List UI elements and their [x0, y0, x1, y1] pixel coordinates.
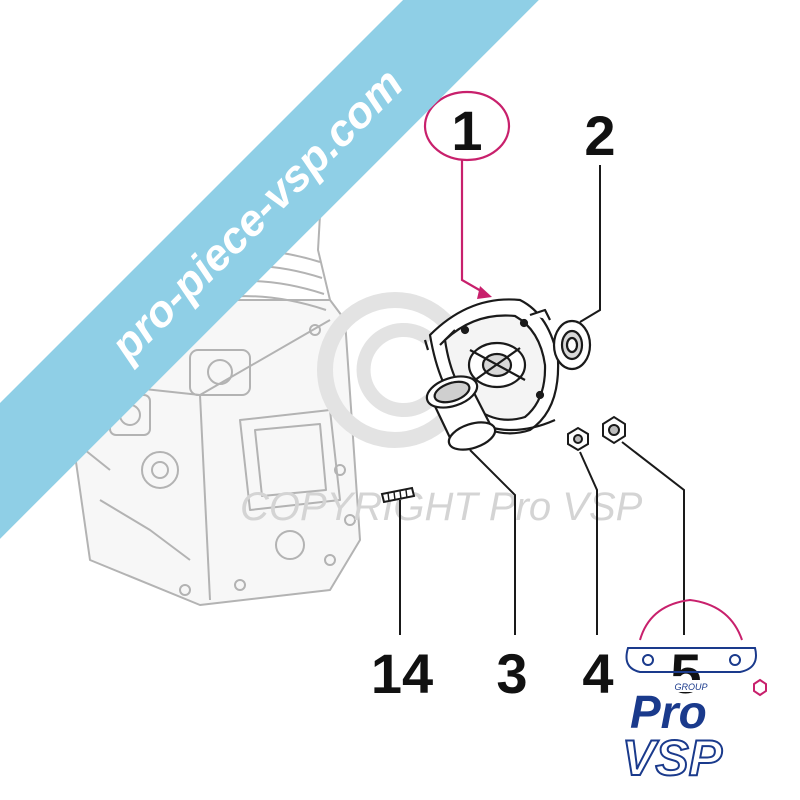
watermark: COPYRIGHT Pro VSP	[240, 292, 643, 529]
bearing-drawing	[552, 319, 592, 371]
sleeve-drawing	[425, 375, 497, 451]
callout-3: 3	[496, 642, 527, 705]
leader-1-arrowhead	[477, 286, 492, 299]
logo-group-tag: GROUP	[674, 682, 707, 692]
callout-1-highlight-circle	[423, 90, 511, 162]
leader-4	[579, 451, 598, 635]
callout-4: 4	[582, 642, 613, 705]
leader-5	[621, 441, 685, 635]
logo-line1: Pro	[630, 686, 707, 738]
stud-drawing	[380, 486, 416, 504]
logo-hex-icon	[753, 678, 767, 697]
leader-3	[469, 449, 516, 635]
callout-5: 5	[670, 642, 701, 705]
callout-1: 1	[451, 99, 482, 162]
leader-lines	[399, 165, 685, 635]
nut-drawing	[567, 426, 589, 452]
callout-14: 14	[371, 642, 433, 705]
leader-2	[579, 165, 601, 323]
car-logo-icon	[625, 598, 757, 673]
callout-2: 2	[584, 104, 615, 167]
pro-vsp-logo: GROUP Pro VSP	[621, 598, 767, 787]
nut-drawing	[602, 415, 626, 445]
watermark-text: COPYRIGHT Pro VSP	[240, 485, 643, 529]
leader-1	[460, 160, 489, 296]
logo-line2: VSP	[622, 730, 723, 786]
